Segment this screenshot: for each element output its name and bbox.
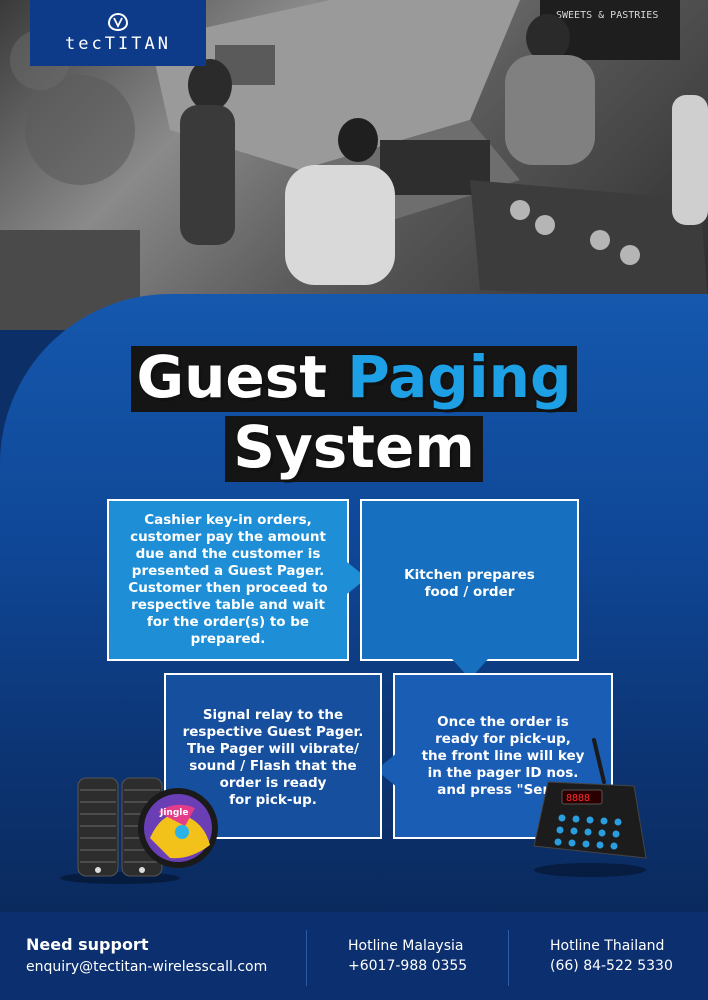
step-3-box: Once the order is ready for pick-up, the… bbox=[393, 673, 613, 839]
cafe-photo: SWEETS & PASTRIES bbox=[0, 0, 708, 330]
hotline-my-number[interactable]: +6017-988 0355 bbox=[348, 958, 468, 974]
title-word-paging: Paging bbox=[347, 343, 572, 411]
shell-logo-icon bbox=[107, 12, 129, 32]
hotline-my-label: Hotline Malaysia bbox=[348, 938, 464, 954]
step-4-text: Signal relay to the respective Guest Pag… bbox=[182, 707, 364, 808]
footer-divider bbox=[306, 930, 307, 986]
title-line-1: Guest Paging bbox=[130, 343, 578, 412]
support-title: Need support bbox=[26, 935, 149, 954]
footer-divider bbox=[508, 930, 509, 986]
hotline-th-number[interactable]: (66) 84-522 5330 bbox=[550, 958, 673, 974]
support-email-link[interactable]: enquiry@tectitan-wirelesscall.com bbox=[26, 959, 268, 975]
support-block: Need support enquiry@tectitan-wirelessca… bbox=[26, 934, 267, 978]
tectitan-logo: tecTITAN bbox=[30, 0, 206, 66]
step-1-text: Cashier key-in orders, customer pay the … bbox=[128, 512, 328, 647]
step-4-box: Signal relay to the respective Guest Pag… bbox=[164, 673, 382, 839]
step-2-box: Kitchen prepares food / order bbox=[360, 499, 579, 661]
page-title: Guest Paging System bbox=[0, 346, 708, 482]
title-line-2: System bbox=[225, 416, 483, 482]
hotline-th-label: Hotline Thailand bbox=[550, 938, 665, 954]
hotline-thailand: Hotline Thailand (66) 84-522 5330 bbox=[550, 936, 673, 976]
hotline-malaysia: Hotline Malaysia +6017-988 0355 bbox=[348, 936, 467, 976]
brand-name: tecTITAN bbox=[65, 34, 171, 54]
footer: Need support enquiry@tectitan-wirelessca… bbox=[0, 912, 708, 1000]
shop-sign: SWEETS & PASTRIES bbox=[556, 10, 658, 21]
title-word-guest: Guest bbox=[136, 343, 348, 411]
step-3-text: Once the order is ready for pick-up, the… bbox=[421, 713, 585, 798]
step-2-text: Kitchen prepares food / order bbox=[404, 567, 535, 600]
step-1-box: Cashier key-in orders, customer pay the … bbox=[107, 499, 349, 661]
